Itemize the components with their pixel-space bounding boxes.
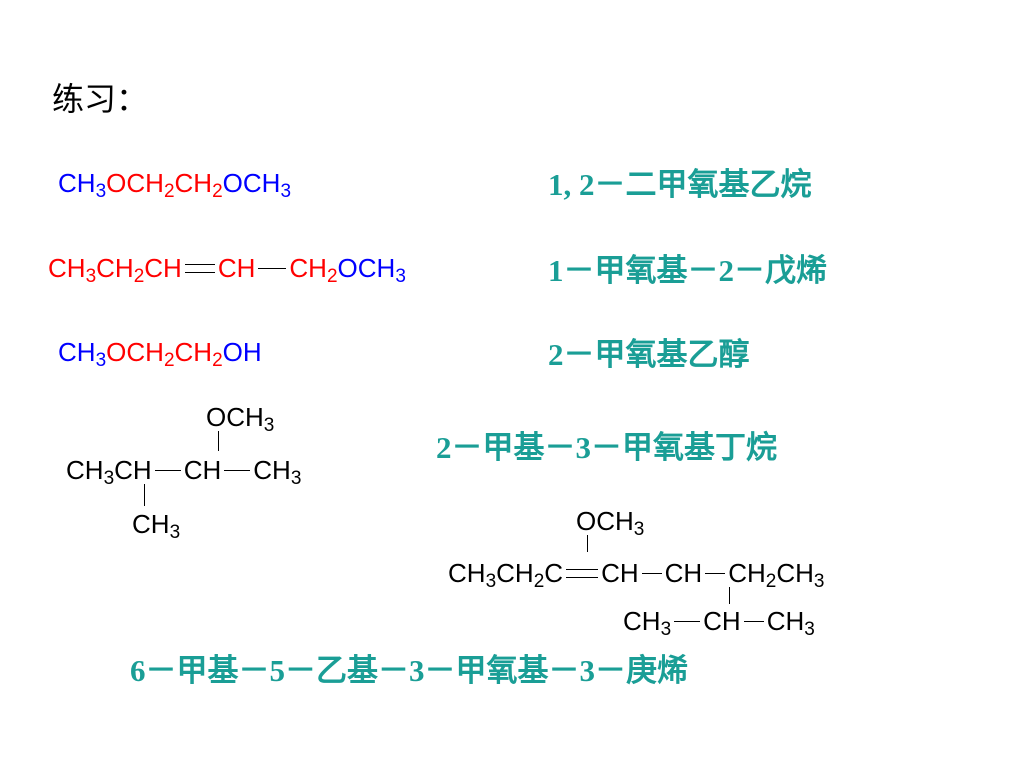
vertical-bond [587, 535, 588, 552]
oxygen: O [106, 337, 127, 367]
name-1: 1, 2－二甲氧基乙烷 [548, 167, 812, 202]
name-5: 6－甲基－5－乙基－3－甲氧基－3－庚烯 [130, 653, 688, 688]
formula-dimethoxyethane: CH3OCH2CH2OCH3 [58, 168, 292, 202]
ch3-group: CH3 [357, 253, 406, 287]
methoxy-substituent: OCH3 [576, 506, 645, 540]
double-bond [566, 568, 599, 578]
name-4: 2－甲基－3－甲氧基丁烷 [436, 430, 777, 465]
ch3-group: CH3 [58, 337, 107, 371]
single-bond [743, 620, 764, 622]
formula-methoxyethanol: CH3OCH2CH2OH [58, 337, 262, 371]
single-bond [641, 572, 662, 574]
ch3-group: CH3 [242, 168, 292, 202]
single-bond [705, 572, 726, 574]
single-bond [674, 620, 701, 622]
single-bond [258, 267, 287, 269]
alkyl-chain: CH3CH2CH [48, 253, 182, 287]
ch2-group: CH2CH2 [126, 337, 223, 371]
vertical-bond [218, 431, 219, 451]
double-bond [184, 263, 215, 273]
oxygen: O [337, 253, 358, 283]
ch2-group: CH2 [289, 253, 338, 287]
exercise-title: 练习： [52, 80, 149, 118]
name-3: 2－甲氧基乙醇 [548, 337, 750, 372]
ch-group: CH [217, 253, 256, 283]
single-bond [154, 469, 181, 471]
oxygen: O [222, 168, 243, 198]
single-bond [224, 469, 251, 471]
oxygen: O [106, 168, 127, 198]
formula-methoxypentene: CH3CH2CH CH CH2OCH3 [48, 253, 406, 287]
name-2: 1－甲氧基－2－戊烯 [548, 253, 827, 288]
vertical-bond [729, 587, 730, 604]
methoxy-substituent: OCH3 [206, 402, 275, 436]
ch3-group: CH3 [58, 168, 107, 202]
methyl-substituent: CH3 [132, 509, 181, 543]
ch2-group: CH2CH2 [126, 168, 223, 202]
vertical-bond [144, 484, 145, 506]
hydroxyl-group: OH [222, 337, 262, 367]
